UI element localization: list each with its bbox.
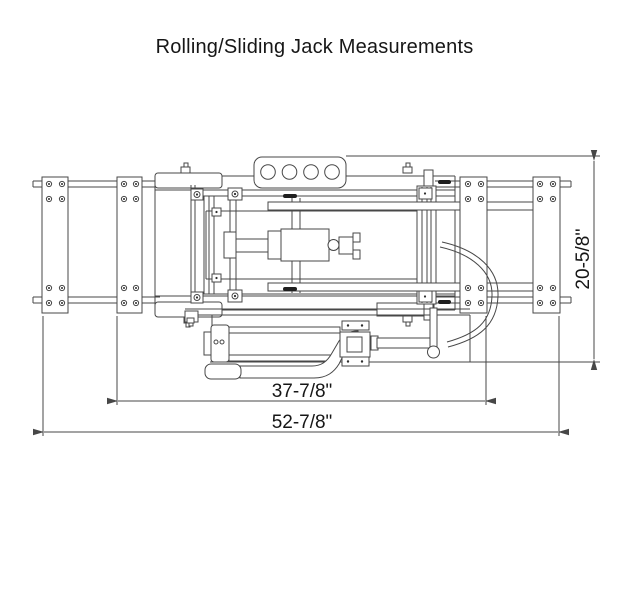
grease-mark bbox=[283, 194, 297, 198]
dimension-label-depth: 20-5/8'' bbox=[573, 228, 594, 289]
frame-bolt bbox=[402, 166, 413, 174]
inner-mechanism bbox=[190, 169, 534, 321]
frame-bolt bbox=[402, 315, 413, 323]
handle-rod bbox=[376, 337, 432, 349]
slide-plate-bottom bbox=[267, 282, 534, 292]
handle-grip bbox=[204, 363, 242, 380]
grease-mark bbox=[283, 287, 297, 291]
dimension-label-overall-width: 52-7/8" bbox=[272, 412, 333, 433]
diagram-title: Rolling/Sliding Jack Measurements bbox=[155, 36, 474, 58]
frame-end-cap-top bbox=[154, 172, 223, 189]
hydraulic-hose bbox=[439, 241, 499, 348]
grease-mark bbox=[438, 180, 451, 184]
grease-mark bbox=[438, 300, 451, 304]
handle-ball bbox=[427, 345, 440, 359]
slide-plate-top bbox=[267, 201, 534, 211]
left-mount-plates bbox=[41, 176, 143, 314]
dimension-annotations: 37-7/8" 52-7/8" 20-5/8'' bbox=[33, 150, 600, 436]
pump-cylinder bbox=[228, 326, 341, 362]
frame-bolt bbox=[180, 166, 191, 174]
right-mount-plates bbox=[459, 176, 561, 314]
top-roller-plate bbox=[253, 156, 347, 189]
bolt-holes bbox=[45, 180, 140, 307]
dimension-label-inner-width: 37-7/8" bbox=[272, 381, 333, 402]
pump-assembly bbox=[184, 307, 471, 380]
hydraulic-cylinder bbox=[223, 228, 361, 262]
bolt-holes bbox=[464, 180, 557, 307]
handle-post bbox=[429, 307, 438, 349]
